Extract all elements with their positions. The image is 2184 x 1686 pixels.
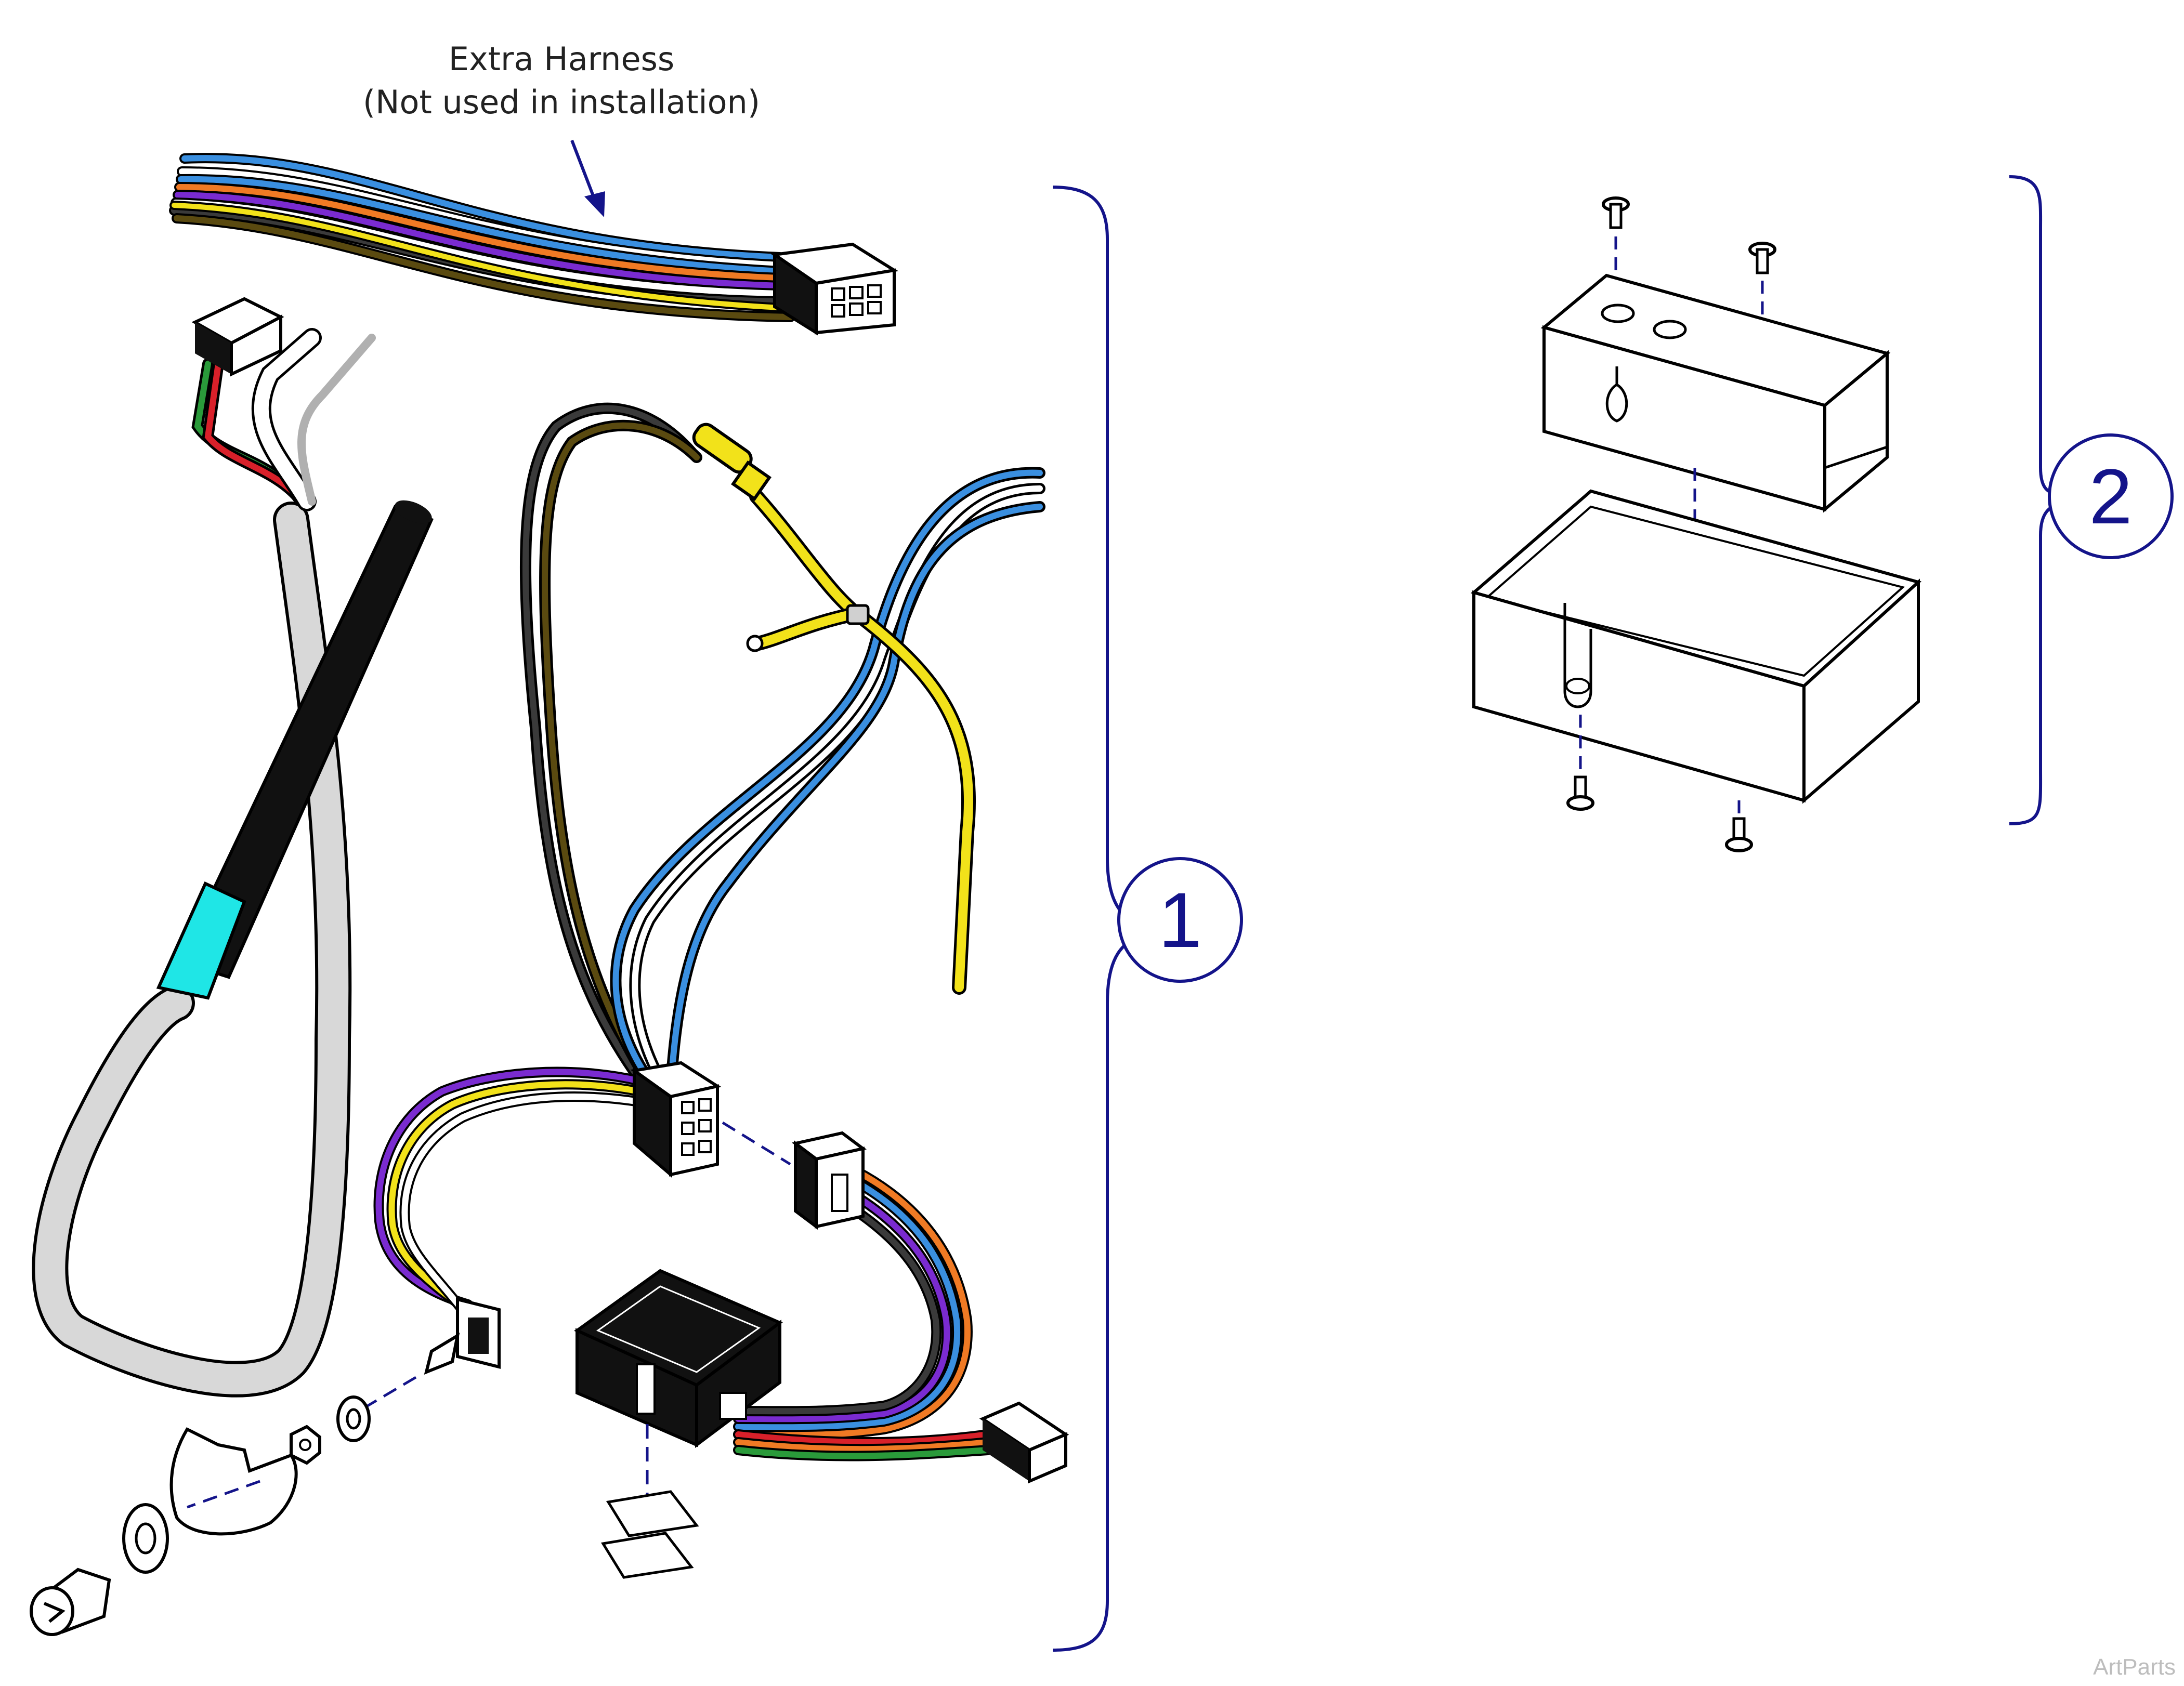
callout-2-number: 2 [2089,453,2132,540]
potentiometer [358,1297,501,1413]
enclosure-assembly [1470,196,1922,852]
extra-harness [169,153,899,336]
handpiece-end-cap [395,500,432,524]
note-line-1: Extra Harness [449,40,674,78]
washer-large [122,1503,169,1574]
extra-harness-wires [169,153,795,322]
u-bracket [1540,273,1891,513]
screw-top-left [1602,196,1630,229]
note-arrow-head [584,191,605,217]
inline-fuse-holder [692,423,771,501]
harness-connector-female [630,1061,722,1178]
lower-harness [358,1061,1069,1579]
screw-bottom-left [1566,775,1594,811]
harness-connector-male [791,1131,867,1230]
watermark: ArtParts [2093,1654,2176,1680]
callout-1: 1 [1052,186,1243,1652]
callout-1-circle [1117,857,1243,983]
bracket-2-upper [2009,175,2059,495]
bracket-2-lower [2009,503,2059,825]
wire-end-terminal [746,635,764,652]
gray-cable [35,505,349,1394]
main-harness-wires [519,402,1045,1095]
pot-assembly-line [358,1376,417,1413]
control-module [574,1269,783,1448]
screw-bottom-right [1725,817,1753,852]
handpiece-tip [156,881,246,1000]
knob-assembly-line [187,1480,260,1509]
bracket-1-lower [1052,934,1144,1652]
extra-harness-note: Extra Harness (Not used in installation) [363,40,760,217]
bracket-1-upper [1052,186,1144,927]
lower-harness-wires [373,1066,993,1461]
screw-top-right [1748,242,1776,274]
mounting-tape [600,1490,699,1579]
power-connector [979,1401,1069,1484]
callout-2-circle [2048,433,2174,559]
mounting-bracket [169,1427,298,1536]
enclosure-box [1470,489,1922,804]
handpiece-connector [191,297,284,377]
washer-small [336,1395,371,1442]
main-harness [519,402,1045,1095]
control-knob [30,1568,111,1636]
callout-2: 2 [2009,175,2174,825]
note-line-2: (Not used in installation) [363,83,760,121]
cable-tie [846,604,870,625]
cable-breakout-wires [191,328,376,511]
connector-mate-line [722,1121,791,1166]
hex-nut [290,1425,321,1465]
knob-hardware [30,1395,371,1636]
handpiece-assembly [32,297,434,1398]
extra-harness-connector [770,242,899,336]
callout-1-number: 1 [1158,876,1201,964]
